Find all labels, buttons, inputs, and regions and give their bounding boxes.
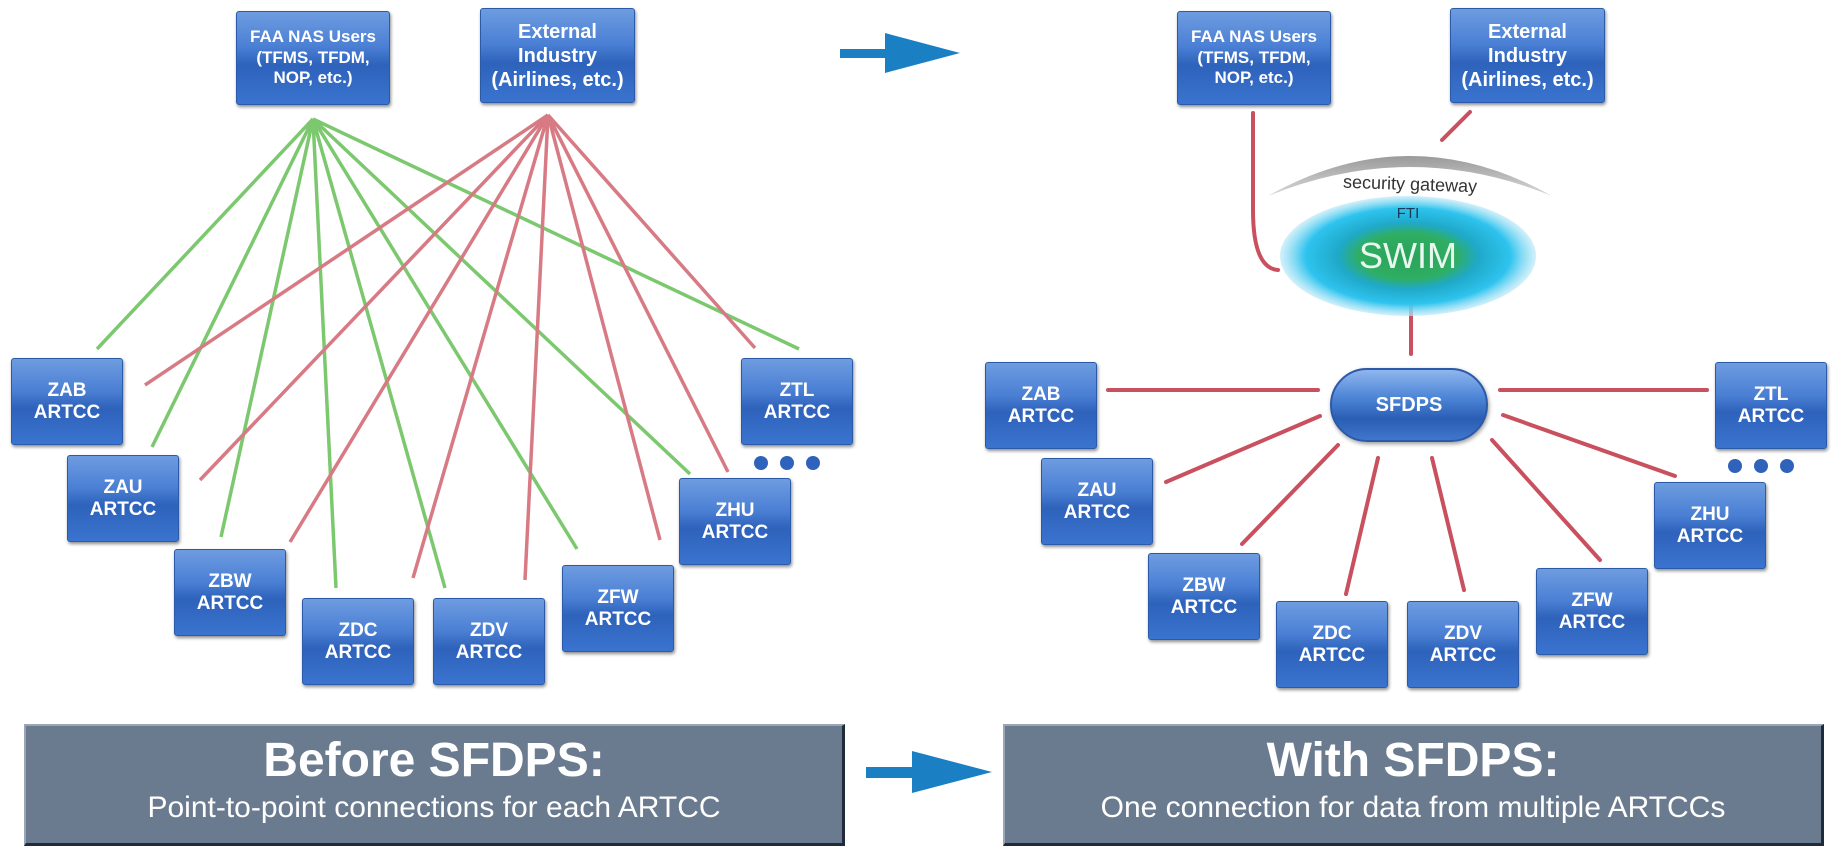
sfdps-connection-line — [1344, 456, 1380, 596]
users-connection-line — [311, 118, 338, 589]
users-connection-line — [150, 118, 315, 448]
users-connection-line — [312, 117, 800, 351]
sfdps-connection-lines — [1106, 110, 1709, 596]
users-to-swim-connection-line — [1251, 111, 1280, 272]
swim-cloud — [1280, 196, 1536, 316]
sfdps-connection-line — [1164, 414, 1322, 484]
industry-connection-line — [144, 113, 549, 387]
more-centers-ellipsis-icon — [754, 456, 820, 470]
sfdps-connection-line — [1430, 456, 1466, 592]
users-connection-line — [311, 118, 447, 589]
faa-nas-users-box: FAA NAS Users(TFMS, TFDM,NOP, etc.) — [1177, 11, 1331, 105]
industry-connection-line — [288, 114, 550, 543]
security-gateway-label: security gateway — [1343, 172, 1478, 197]
industry-connection-line — [411, 114, 550, 579]
sfdps-connection-line — [1501, 413, 1677, 478]
industry-connection-line — [546, 114, 730, 473]
top-arrow-icon — [840, 33, 960, 73]
industry-to-swim-connection-line — [1440, 110, 1472, 142]
after-banner: With SFDPS: One connection for data from… — [1003, 724, 1824, 846]
faa-nas-users-box: FAA NAS Users(TFMS, TFDM,NOP, etc.) — [236, 11, 390, 105]
bottom-arrow-icon — [866, 751, 992, 793]
industry-connection-lines — [144, 113, 757, 581]
after-banner-title: With SFDPS: — [1266, 734, 1560, 787]
sfdps-node: SFDPS — [1330, 368, 1488, 442]
industry-connection-line — [546, 113, 757, 350]
after-banner-subtitle: One connection for data from multiple AR… — [1100, 791, 1726, 824]
industry-connection-line — [523, 114, 550, 581]
swim-label: SWIM — [1359, 235, 1457, 276]
users-connection-line — [95, 117, 315, 351]
fti-label: FTI — [1397, 205, 1420, 222]
sfdps-connection-line — [1240, 443, 1340, 546]
industry-connection-line — [198, 113, 550, 482]
before-banner-title: Before SFDPS: — [263, 734, 605, 787]
before-banner-subtitle: Point-to-point connections for each ARTC… — [147, 791, 721, 824]
security-gateway-arc — [1268, 156, 1552, 196]
more-centers-ellipsis-icon — [1728, 459, 1794, 473]
before-banner: Before SFDPS: Point-to-point connections… — [24, 724, 845, 846]
users-connection-line — [219, 118, 315, 538]
industry-connection-line — [546, 114, 662, 541]
users-connection-line — [311, 117, 692, 476]
users-connection-lines — [95, 117, 800, 589]
users-connection-line — [311, 118, 579, 550]
sfdps-connection-line — [1490, 438, 1602, 562]
